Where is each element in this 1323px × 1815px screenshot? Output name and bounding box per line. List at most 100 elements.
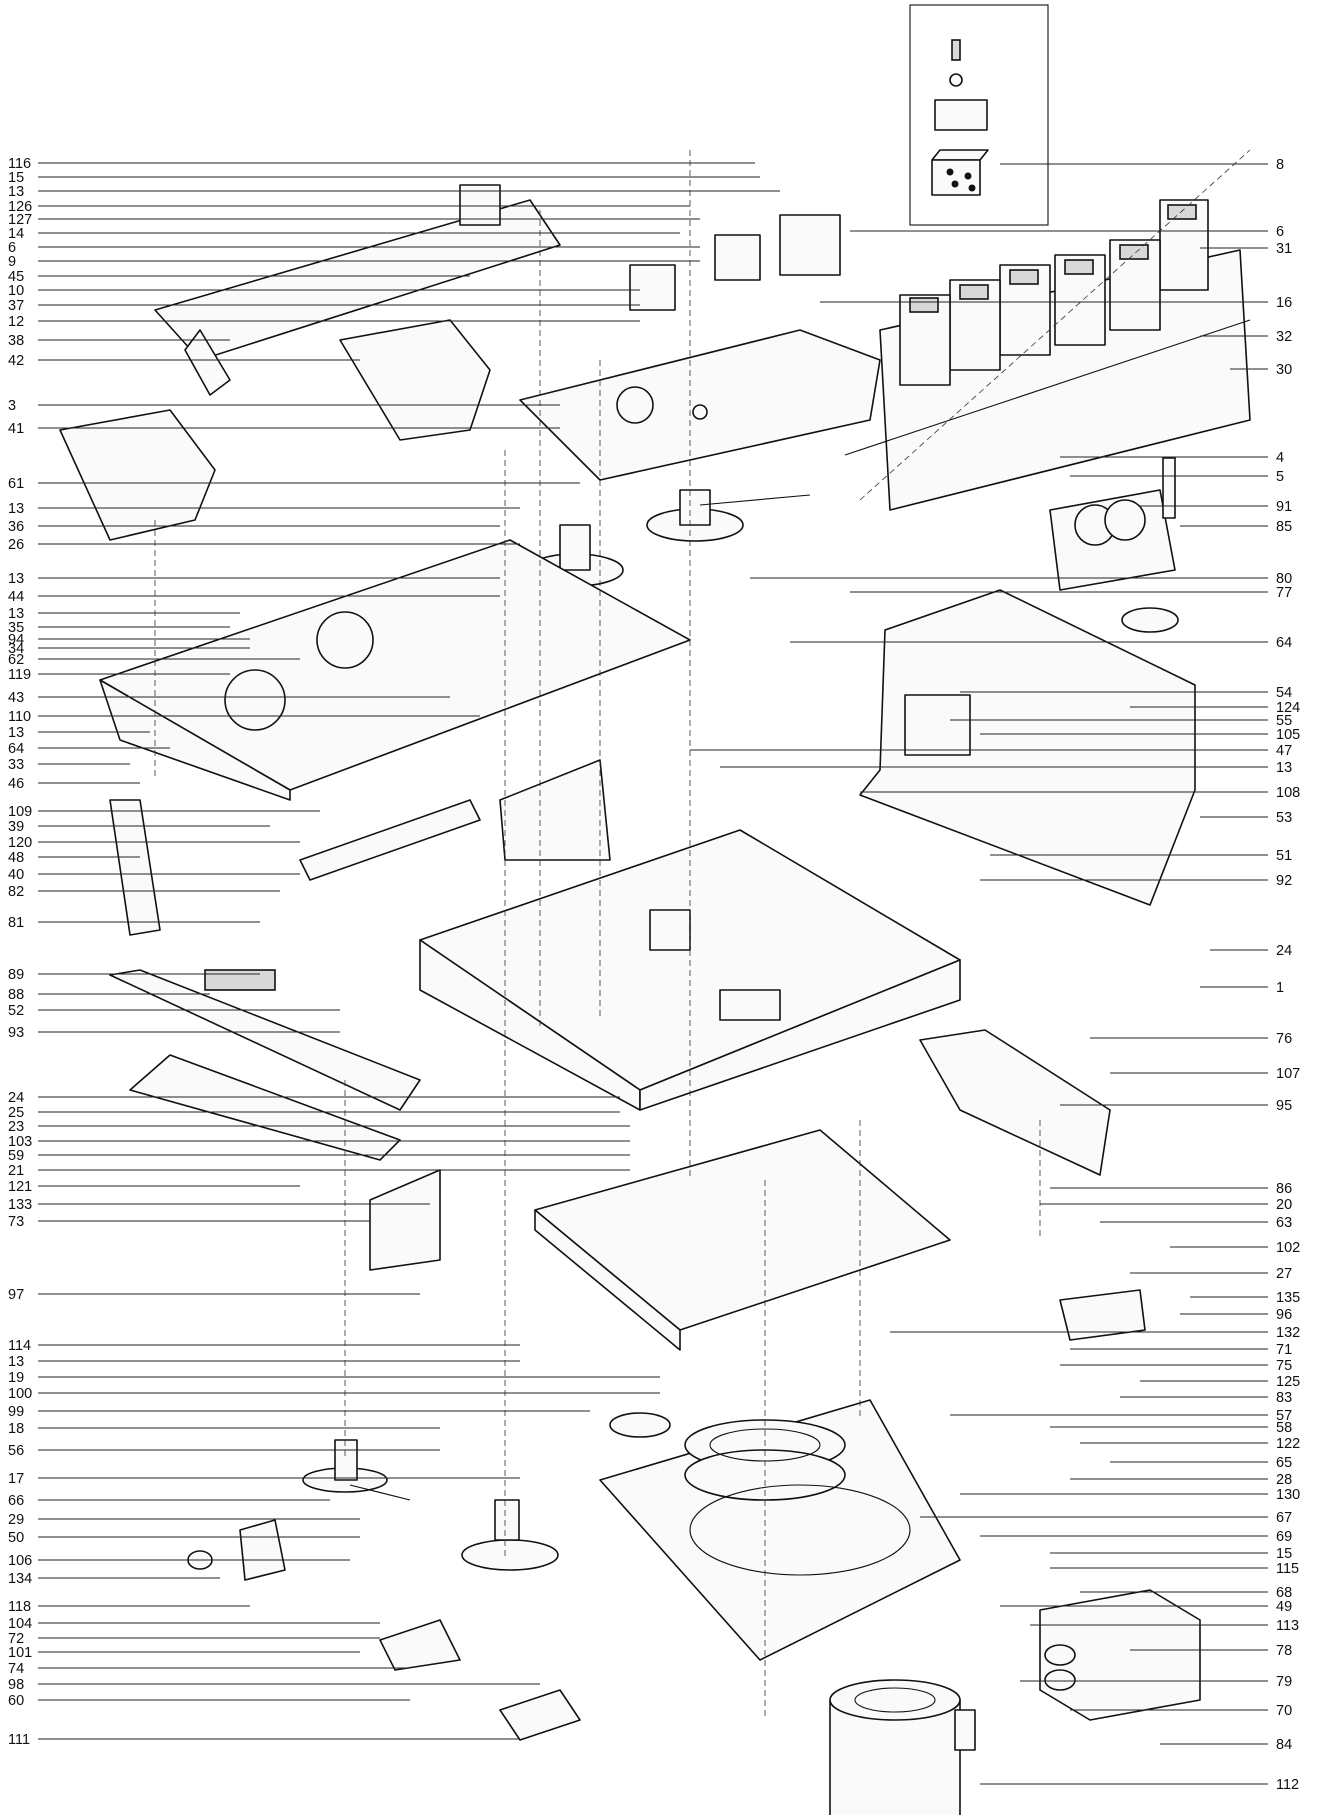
callout-number: 50 bbox=[8, 1530, 24, 1546]
callout-number: 36 bbox=[8, 519, 24, 535]
callouts-right: 8631163230459185807764541245510547131085… bbox=[690, 157, 1300, 1793]
reel-tables-upper bbox=[526, 489, 811, 587]
callout-number: 81 bbox=[8, 915, 24, 931]
shield-cover bbox=[859, 589, 1196, 906]
callout-number: 70 bbox=[1276, 1703, 1292, 1719]
callout-number: 103 bbox=[8, 1134, 32, 1150]
chassis-plate-left bbox=[99, 539, 691, 801]
left-rail bbox=[109, 969, 441, 1271]
callout-number: 42 bbox=[8, 353, 24, 369]
callout-number: 13 bbox=[8, 571, 24, 587]
callout-number: 96 bbox=[1276, 1307, 1292, 1323]
callout-number: 73 bbox=[8, 1214, 24, 1230]
callout-number: 14 bbox=[8, 226, 24, 242]
callout-number: 57 bbox=[1276, 1408, 1292, 1424]
callout-number: 72 bbox=[8, 1631, 24, 1647]
callout-number: 108 bbox=[1276, 785, 1300, 801]
upper-bracket-plate bbox=[519, 329, 881, 481]
callout-number: 79 bbox=[1276, 1674, 1292, 1690]
callout-number: 13 bbox=[8, 501, 24, 517]
callout-number: 110 bbox=[8, 709, 31, 725]
callout-number: 116 bbox=[8, 156, 31, 172]
callout-number: 34 bbox=[8, 641, 24, 657]
callout-number: 17 bbox=[8, 1471, 24, 1487]
callout-number: 76 bbox=[1276, 1031, 1292, 1047]
callout-number: 39 bbox=[8, 819, 24, 835]
callout-number: 127 bbox=[8, 212, 32, 228]
callout-number: 20 bbox=[1276, 1197, 1292, 1213]
callout-number: 40 bbox=[8, 867, 24, 883]
callout-number: 13 bbox=[8, 184, 24, 200]
callout-number: 88 bbox=[8, 987, 24, 1003]
callout-number: 99 bbox=[8, 1404, 24, 1420]
callout-number: 109 bbox=[8, 804, 32, 820]
callout-number: 66 bbox=[8, 1493, 24, 1509]
callout-number: 60 bbox=[8, 1693, 24, 1709]
callout-number: 64 bbox=[1276, 635, 1292, 651]
callout-number: 63 bbox=[1276, 1215, 1292, 1231]
callout-number: 125 bbox=[1276, 1374, 1300, 1390]
callout-number: 115 bbox=[1276, 1561, 1299, 1577]
callout-number: 68 bbox=[1276, 1585, 1292, 1601]
callout-number: 113 bbox=[1276, 1618, 1299, 1634]
callout-number: 45 bbox=[8, 269, 24, 285]
callout-number: 106 bbox=[8, 1553, 32, 1569]
callout-number: 134 bbox=[8, 1571, 32, 1587]
callout-number: 23 bbox=[8, 1119, 24, 1135]
callout-number: 101 bbox=[8, 1645, 32, 1661]
callout-number: 89 bbox=[8, 967, 24, 983]
callout-number: 75 bbox=[1276, 1358, 1292, 1374]
callout-number: 121 bbox=[8, 1179, 32, 1195]
right-bracket bbox=[919, 1029, 1146, 1341]
callout-number: 104 bbox=[8, 1616, 32, 1632]
callout-number: 124 bbox=[1276, 700, 1300, 716]
callout-number: 56 bbox=[8, 1443, 24, 1459]
callout-number: 8 bbox=[1276, 157, 1284, 173]
callout-number: 51 bbox=[1276, 848, 1292, 864]
head-block bbox=[59, 214, 841, 541]
callout-number: 132 bbox=[1276, 1325, 1300, 1341]
callout-number: 24 bbox=[8, 1090, 24, 1106]
callout-number: 9 bbox=[8, 254, 16, 270]
callout-number: 107 bbox=[1276, 1066, 1300, 1082]
callout-number: 135 bbox=[1276, 1290, 1300, 1306]
callout-number: 102 bbox=[1276, 1240, 1300, 1256]
callout-number: 48 bbox=[8, 850, 24, 866]
flywheel-belt bbox=[599, 1399, 961, 1661]
callouts-left: 1161513126127146945103712384234161133626… bbox=[8, 156, 780, 1748]
callout-number: 93 bbox=[8, 1025, 24, 1041]
lever-arms bbox=[109, 759, 611, 936]
callout-number: 59 bbox=[8, 1148, 24, 1164]
callout-number: 82 bbox=[8, 884, 24, 900]
callout-number: 83 bbox=[1276, 1390, 1292, 1406]
callout-number: 105 bbox=[1276, 727, 1300, 743]
callout-number: 118 bbox=[8, 1599, 31, 1615]
callout-number: 97 bbox=[8, 1287, 24, 1303]
callout-number: 4 bbox=[1276, 450, 1284, 466]
callout-number: 77 bbox=[1276, 585, 1292, 601]
callout-number: 6 bbox=[1276, 224, 1284, 240]
callout-number: 38 bbox=[8, 333, 24, 349]
callout-number: 13 bbox=[8, 1354, 24, 1370]
callout-number: 78 bbox=[1276, 1643, 1292, 1659]
callout-number: 85 bbox=[1276, 519, 1292, 535]
drive-motor bbox=[829, 1679, 976, 1815]
callout-number: 13 bbox=[1276, 760, 1292, 776]
callout-number: 6 bbox=[8, 240, 16, 256]
callout-number: 64 bbox=[8, 741, 24, 757]
callout-number: 33 bbox=[8, 757, 24, 773]
callout-number: 61 bbox=[8, 476, 24, 492]
slide-bar bbox=[154, 184, 561, 396]
callout-number: 21 bbox=[8, 1163, 24, 1179]
callout-number: 120 bbox=[8, 835, 32, 851]
callout-number: 130 bbox=[1276, 1487, 1300, 1503]
callout-number: 98 bbox=[8, 1677, 24, 1693]
callout-number: 95 bbox=[1276, 1098, 1292, 1114]
callout-number: 30 bbox=[1276, 362, 1292, 378]
callout-number: 5 bbox=[1276, 469, 1284, 485]
callout-number: 31 bbox=[1276, 241, 1292, 257]
callout-number: 133 bbox=[8, 1197, 32, 1213]
callout-number: 84 bbox=[1276, 1737, 1292, 1753]
callout-number: 100 bbox=[8, 1386, 32, 1402]
